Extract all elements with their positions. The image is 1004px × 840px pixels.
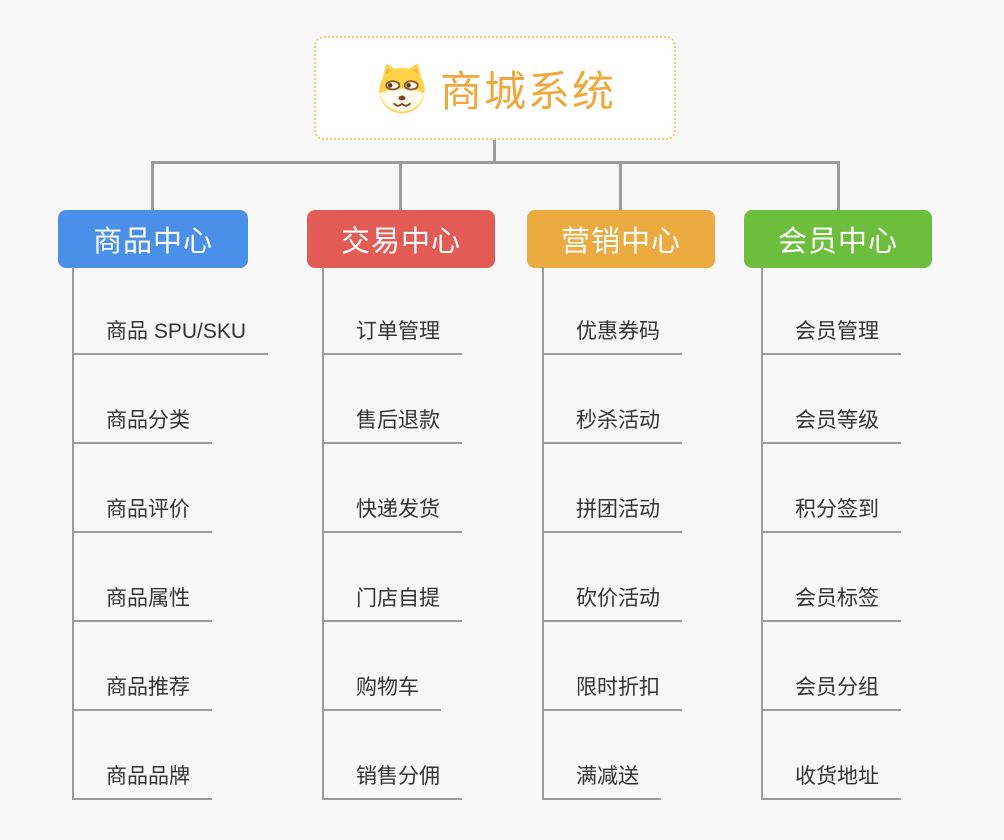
connector-branch-drop-line (399, 161, 402, 210)
connector-branch-drop-line (151, 161, 154, 210)
subtopic-node[interactable]: 订单管理 (322, 266, 462, 355)
branch-trunk-line (322, 267, 324, 800)
subtopic-node[interactable]: 商品推荐 (72, 622, 212, 711)
connector-branch-drop-line (619, 161, 622, 210)
subtopic-node[interactable]: 快递发货 (322, 444, 462, 533)
subtopic-node[interactable]: 会员管理 (761, 266, 901, 355)
connector-horizontal-line (151, 161, 840, 164)
subtopic-node[interactable]: 购物车 (322, 622, 441, 711)
branch-trunk-line (542, 267, 544, 800)
subtopic-node[interactable]: 优惠券码 (542, 266, 682, 355)
root-node-mall-system[interactable]: 商城系统 (314, 36, 676, 140)
branch-children-marketing-center: 优惠券码 秒杀活动 拼团活动 砍价活动 限时折扣 满减送 (542, 266, 682, 800)
subtopic-node[interactable]: 满减送 (542, 711, 661, 800)
subtopic-node[interactable]: 会员标签 (761, 533, 901, 622)
subtopic-node[interactable]: 拼团活动 (542, 444, 682, 533)
subtopic-node[interactable]: 收货地址 (761, 711, 901, 800)
branch-children-member-center: 会员管理 会员等级 积分签到 会员标签 会员分组 收货地址 (761, 266, 901, 800)
subtopic-node[interactable]: 商品分类 (72, 355, 212, 444)
branch-children-trade-center: 订单管理 售后退款 快递发货 门店自提 购物车 销售分佣 (322, 266, 462, 800)
branch-node-product-center[interactable]: 商品中心 (58, 210, 248, 268)
branch-node-marketing-center[interactable]: 营销中心 (527, 210, 715, 268)
subtopic-node[interactable]: 积分签到 (761, 444, 901, 533)
branch-node-member-center[interactable]: 会员中心 (744, 210, 932, 268)
subtopic-node[interactable]: 销售分佣 (322, 711, 462, 800)
branch-trunk-line (72, 267, 74, 800)
subtopic-node[interactable]: 秒杀活动 (542, 355, 682, 444)
subtopic-node[interactable]: 限时折扣 (542, 622, 682, 711)
shiba-dog-icon (379, 63, 425, 114)
subtopic-node[interactable]: 商品属性 (72, 533, 212, 622)
subtopic-node[interactable]: 售后退款 (322, 355, 462, 444)
subtopic-node[interactable]: 会员等级 (761, 355, 901, 444)
branch-children-product-center: 商品 SPU/SKU 商品分类 商品评价 商品属性 商品推荐 商品品牌 (72, 266, 269, 800)
root-node-title: 商城系统 (439, 67, 616, 115)
subtopic-node[interactable]: 商品评价 (72, 444, 212, 533)
subtopic-node[interactable]: 砍价活动 (542, 533, 682, 622)
subtopic-node[interactable]: 商品品牌 (72, 711, 212, 800)
branch-node-trade-center[interactable]: 交易中心 (307, 210, 495, 268)
subtopic-node[interactable]: 门店自提 (322, 533, 462, 622)
connector-root-drop-line (493, 140, 496, 163)
subtopic-node[interactable]: 会员分组 (761, 622, 901, 711)
branch-trunk-line (761, 267, 763, 800)
connector-branch-drop-line (837, 161, 840, 210)
subtopic-node[interactable]: 商品 SPU/SKU (72, 266, 269, 355)
